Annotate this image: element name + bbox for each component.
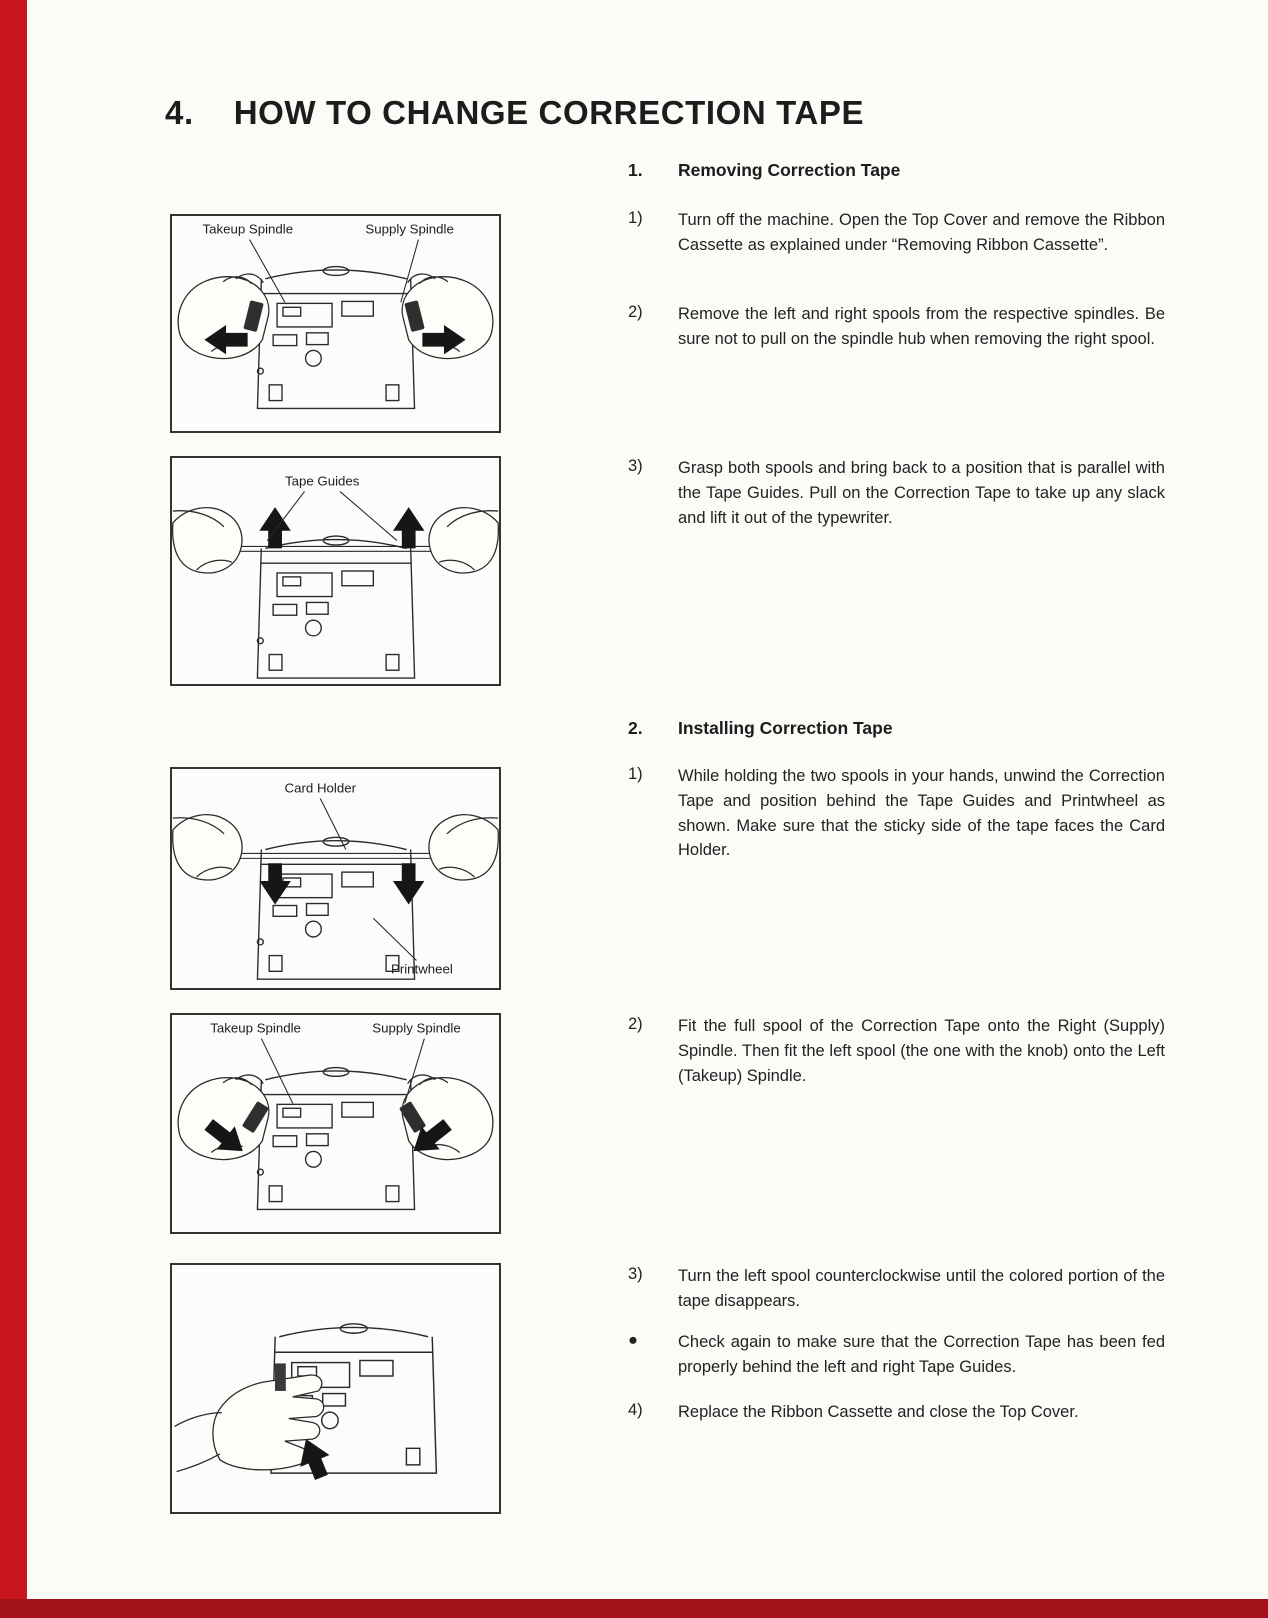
supply-leader-line xyxy=(404,1038,425,1104)
card-holder-leader-line xyxy=(319,798,347,850)
right-up-arrow-icon xyxy=(392,507,425,549)
step-1-2-marker: 2) xyxy=(628,303,643,321)
step-2-2: 2) Fit the full spool of the Correction … xyxy=(628,1014,1165,1088)
step-1-2-text: Remove the left and right spools from th… xyxy=(678,305,1165,348)
step-1-3: 3) Grasp both spools and bring back to a… xyxy=(628,456,1165,530)
left-hand-drawing xyxy=(172,814,243,881)
figure-removing-spools: Takeup Spindle Supply Spindle xyxy=(170,214,501,433)
figure-installing-spools: Takeup Spindle Supply Spindle xyxy=(170,1013,501,1234)
section-2-heading: 2. Installing Correction Tape xyxy=(628,718,1165,739)
takeup-knob-drawing xyxy=(274,1363,286,1391)
figure-tape-guides: Tape Guides xyxy=(170,456,501,686)
right-hand-drawing xyxy=(428,814,499,881)
section-1-number: 1. xyxy=(628,160,643,180)
step-1-1-text: Turn off the machine. Open the Top Cover… xyxy=(678,211,1165,254)
supply-spindle-label: Supply Spindle xyxy=(372,1021,460,1036)
step-1-2: 2) Remove the left and right spools from… xyxy=(628,302,1165,352)
printwheel-label: Printwheel xyxy=(391,961,453,976)
step-1-3-text: Grasp both spools and bring back to a po… xyxy=(678,459,1165,527)
takeup-leader-line xyxy=(249,239,286,303)
section-2-number: 2. xyxy=(628,718,643,738)
typewriter-carrier-drawing xyxy=(256,265,416,410)
card-holder-label: Card Holder xyxy=(285,781,357,796)
takeup-spindle-label: Takeup Spindle xyxy=(210,1021,301,1036)
step-2-4-marker: 4) xyxy=(628,1401,643,1419)
section-1-heading: 1. Removing Correction Tape xyxy=(628,160,1165,181)
supply-leader-line xyxy=(400,239,419,303)
section-1-title: Removing Correction Tape xyxy=(678,160,901,180)
tape-guides-label: Tape Guides xyxy=(285,474,360,489)
page-title: 4. HOW TO CHANGE CORRECTION TAPE xyxy=(165,94,864,132)
figure-tape-guides-illustration: Tape Guides xyxy=(172,474,499,679)
step-1-1: 1) Turn off the machine. Open the Top Co… xyxy=(628,208,1165,258)
figure-card-holder-illustration: Card Holder Printwheel xyxy=(172,781,499,980)
step-2-1: 1) While holding the two spools in your … xyxy=(628,764,1165,863)
takeup-leader-line xyxy=(260,1038,294,1104)
correction-tape-drawing xyxy=(196,545,475,552)
step-2-3: 3) Turn the left spool counterclockwise … xyxy=(628,1264,1165,1314)
takeup-spindle-label: Takeup Spindle xyxy=(202,222,293,237)
figure-turning-spool-illustration xyxy=(174,1323,438,1484)
typewriter-carrier-drawing xyxy=(256,535,416,679)
step-2-1-text: While holding the two spools in your han… xyxy=(678,767,1165,860)
figure-removing-spools-illustration: Takeup Spindle Supply Spindle xyxy=(177,222,494,410)
figure-card-holder: Card Holder Printwheel xyxy=(170,767,501,990)
page-left-red-stripe xyxy=(0,0,27,1618)
tape-guides-leader-lines xyxy=(266,490,398,541)
left-up-arrow-icon xyxy=(259,507,291,549)
page-bottom-red-bar xyxy=(0,1599,1268,1618)
step-2-note: ● Check again to make sure that the Corr… xyxy=(628,1330,1165,1380)
correction-tape-drawing xyxy=(196,852,475,859)
step-2-3-marker: 3) xyxy=(628,1265,643,1283)
page-title-number: 4. xyxy=(165,94,194,131)
step-2-1-marker: 1) xyxy=(628,765,643,783)
left-hand-drawing xyxy=(172,507,243,574)
step-2-4-text: Replace the Ribbon Cassette and close th… xyxy=(678,1403,1079,1421)
supply-spindle-label: Supply Spindle xyxy=(365,222,453,237)
typewriter-carrier-drawing xyxy=(256,1066,416,1211)
step-2-2-marker: 2) xyxy=(628,1015,643,1033)
step-2-note-bullet-icon: ● xyxy=(628,1331,638,1349)
figure-installing-spools-illustration: Takeup Spindle Supply Spindle xyxy=(177,1021,494,1211)
page-title-text: HOW TO CHANGE CORRECTION TAPE xyxy=(233,94,865,131)
right-hand-drawing xyxy=(428,507,499,574)
step-2-2-text: Fit the full spool of the Correction Tap… xyxy=(678,1017,1165,1085)
step-2-4: 4) Replace the Ribbon Cassette and close… xyxy=(628,1400,1165,1425)
forearm-drawing xyxy=(174,1411,222,1473)
step-1-3-marker: 3) xyxy=(628,457,643,475)
step-2-3-text: Turn the left spool counterclockwise unt… xyxy=(678,1267,1165,1310)
step-2-note-text: Check again to make sure that the Correc… xyxy=(678,1333,1165,1376)
printwheel-leader-line xyxy=(372,917,417,961)
right-down-arrow-icon xyxy=(392,863,425,905)
left-hand-drawing xyxy=(212,1374,325,1471)
step-1-1-marker: 1) xyxy=(628,209,643,227)
section-2-title: Installing Correction Tape xyxy=(678,718,893,738)
figure-turning-spool xyxy=(170,1263,501,1514)
